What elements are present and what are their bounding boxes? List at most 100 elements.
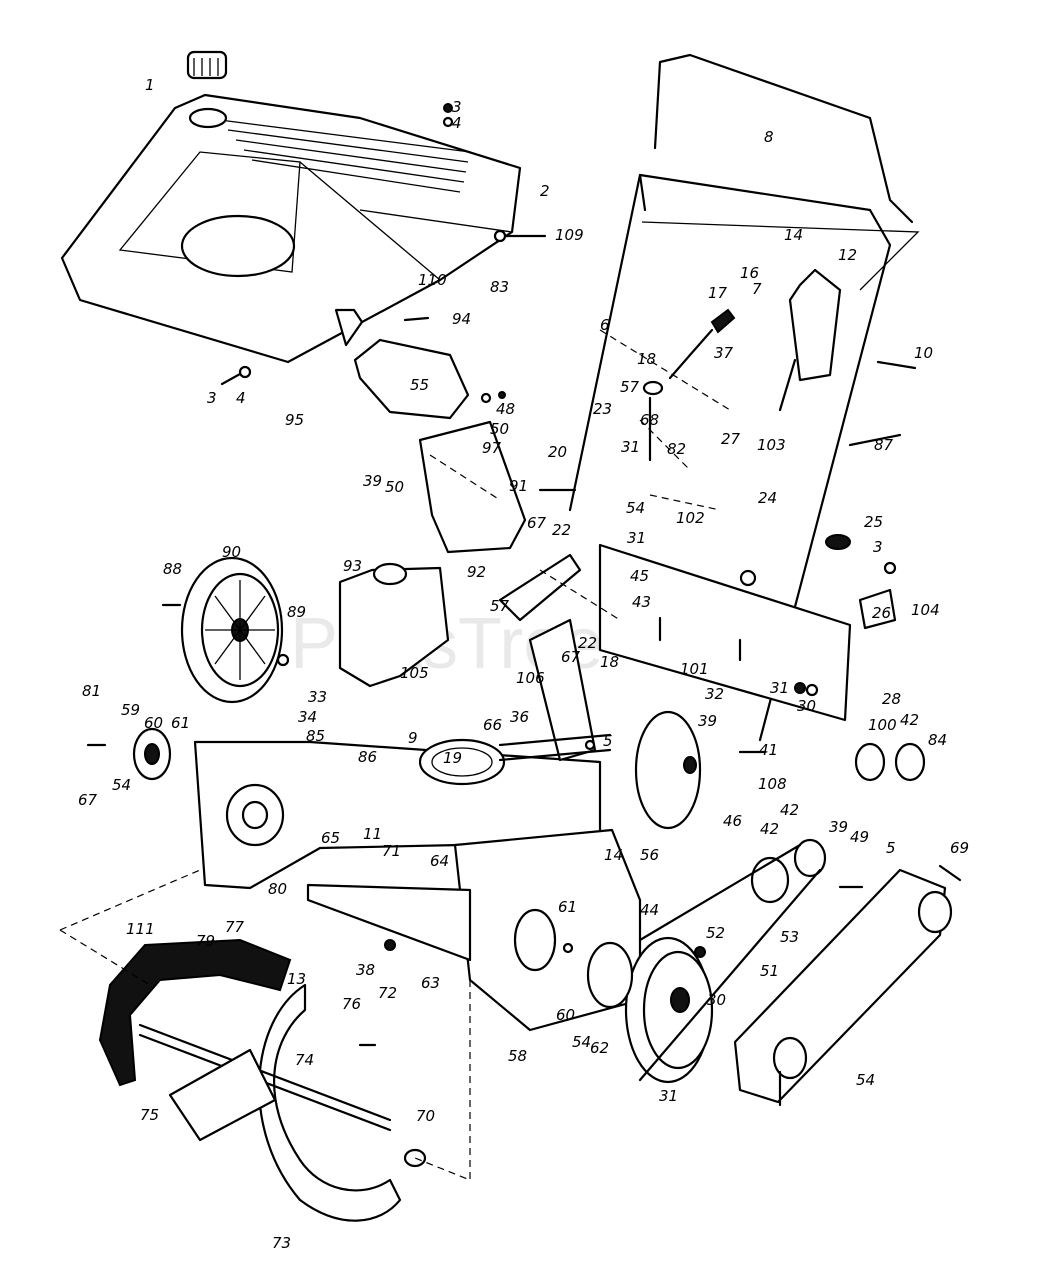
callout-26: 26: [872, 604, 891, 622]
callout-30: 30: [797, 697, 816, 715]
callout-59: 59: [121, 701, 140, 719]
callout-5: 5: [603, 732, 613, 750]
frame: [498, 543, 852, 762]
callout-45: 45: [630, 567, 649, 585]
callout-18: 18: [600, 653, 619, 671]
callout-97: 97: [482, 439, 502, 457]
callout-4: 4: [452, 114, 462, 132]
callout-8: 8: [764, 128, 774, 146]
callout-1: 1: [145, 76, 155, 94]
callout-52: 52: [706, 924, 725, 942]
callout-92: 92: [467, 563, 486, 581]
callout-17: 17: [708, 284, 728, 302]
callout-3: 3: [873, 538, 883, 556]
callout-55: 55: [410, 376, 429, 394]
callout-63: 63: [421, 974, 440, 992]
callout-37: 37: [714, 344, 734, 362]
callout-48: 48: [496, 400, 515, 418]
callout-73: 73: [272, 1234, 291, 1252]
callout-101: 101: [680, 660, 709, 678]
callout-57: 57: [620, 378, 640, 396]
callout-91: 91: [509, 477, 528, 495]
callout-103: 103: [757, 436, 786, 454]
bearing-flange: [132, 727, 634, 1009]
callout-62: 62: [590, 1039, 609, 1057]
callout-100: 100: [868, 716, 897, 734]
callout-18: 18: [637, 350, 656, 368]
callout-42: 42: [780, 801, 799, 819]
callout-23: 23: [593, 400, 612, 418]
right-small-parts: [825, 534, 926, 782]
auger-assembly: [98, 938, 427, 1222]
callout-64: 64: [430, 852, 449, 870]
callout-89: 89: [287, 603, 306, 621]
callout-54: 54: [572, 1033, 591, 1051]
callout-12: 12: [838, 246, 857, 264]
callout-60: 60: [144, 714, 163, 732]
callout-50: 50: [490, 420, 509, 438]
callout-6: 6: [600, 316, 610, 334]
callout-2: 2: [540, 182, 550, 200]
callout-77: 77: [225, 918, 245, 936]
callout-42: 42: [760, 820, 779, 838]
callout-31: 31: [627, 529, 646, 547]
callout-68: 68: [640, 411, 659, 429]
callout-24: 24: [758, 489, 777, 507]
callout-102: 102: [676, 509, 705, 527]
fuel-tank-cap: [186, 50, 228, 80]
callout-109: 109: [555, 226, 584, 244]
callout-82: 82: [667, 440, 686, 458]
callout-61: 61: [558, 898, 577, 916]
callout-3: 3: [207, 389, 217, 407]
callout-46: 46: [723, 812, 742, 830]
callout-7: 7: [752, 280, 762, 298]
callout-76: 76: [342, 995, 361, 1013]
callout-85: 85: [306, 727, 325, 745]
callout-11: 11: [363, 825, 382, 843]
callout-39: 39: [698, 712, 717, 730]
engine-cover: [60, 93, 522, 364]
callout-53: 53: [780, 928, 799, 946]
callout-90: 90: [222, 543, 241, 561]
reference-lines: [59, 329, 731, 1181]
callout-75: 75: [140, 1106, 159, 1124]
callout-28: 28: [882, 690, 901, 708]
callout-34: 34: [298, 708, 317, 726]
callout-22: 22: [552, 521, 571, 539]
callout-20: 20: [548, 443, 567, 461]
callout-30: 30: [707, 991, 726, 1009]
callout-81: 81: [82, 682, 101, 700]
callout-67: 67: [561, 648, 581, 666]
gear-plate: [634, 710, 702, 830]
discharge-chute: [334, 308, 527, 554]
callout-106: 106: [516, 669, 545, 687]
callout-32: 32: [705, 685, 724, 703]
callout-61: 61: [171, 714, 190, 732]
fuel-tank: [338, 562, 450, 688]
callout-74: 74: [295, 1051, 314, 1069]
callout-4: 4: [236, 389, 246, 407]
callout-16: 16: [740, 264, 759, 282]
callout-5: 5: [886, 839, 896, 857]
callout-10: 10: [914, 344, 933, 362]
callout-31: 31: [659, 1087, 678, 1105]
callout-69: 69: [950, 839, 969, 857]
callout-31: 31: [770, 679, 789, 697]
callout-95: 95: [285, 411, 304, 429]
callout-84: 84: [928, 731, 947, 749]
callout-42: 42: [900, 711, 919, 729]
callout-41: 41: [759, 741, 778, 759]
callout-58: 58: [508, 1047, 527, 1065]
control-levers: [642, 268, 842, 462]
callout-93: 93: [343, 557, 362, 575]
callout-94: 94: [452, 310, 471, 328]
callout-110: 110: [418, 271, 447, 289]
callout-80: 80: [268, 880, 287, 898]
callout-22: 22: [578, 634, 597, 652]
callout-111: 111: [126, 920, 155, 938]
callout-86: 86: [358, 748, 377, 766]
callout-33: 33: [308, 688, 327, 706]
callout-54: 54: [856, 1071, 875, 1089]
callout-70: 70: [416, 1107, 435, 1125]
